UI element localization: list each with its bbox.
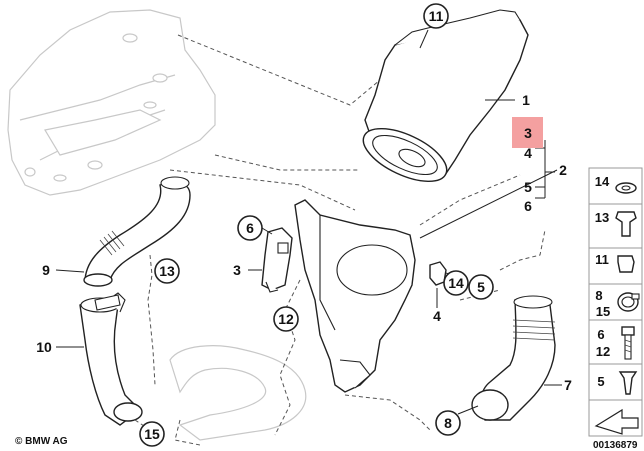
callout-14-label: 14: [448, 275, 464, 291]
air-hose-lower-part: [79, 292, 143, 426]
sensor-part: [261, 227, 293, 293]
arrow-icon: [594, 408, 639, 435]
label-part-1[interactable]: 1: [522, 92, 530, 108]
air-duct-housing-part: [294, 199, 416, 393]
callout-15-label: 15: [144, 426, 160, 442]
highlight-box: [512, 117, 543, 148]
clip-icon: [617, 255, 635, 273]
panel-label-12[interactable]: 12: [596, 344, 610, 359]
panel-label-14[interactable]: 14: [595, 174, 610, 189]
callout-6[interactable]: 6: [237, 215, 263, 241]
callout-14[interactable]: 14: [443, 270, 469, 296]
label-part-7[interactable]: 7: [564, 377, 572, 393]
label-part-3-left[interactable]: 3: [233, 262, 241, 278]
label-part-5[interactable]: 5: [524, 179, 532, 195]
hose-clamp-icon: [617, 292, 640, 312]
panel-label-11[interactable]: 11: [595, 252, 609, 267]
screw-icon: [618, 371, 638, 395]
expanding-nut-icon: [615, 211, 637, 237]
dashed-connection-lines: [134, 34, 546, 446]
panel-label-8[interactable]: 8: [595, 288, 602, 303]
panel-label-15[interactable]: 15: [596, 304, 610, 319]
intake-silencer-part: [362, 9, 529, 182]
label-part-10[interactable]: 10: [36, 339, 52, 355]
callout-5-label: 5: [477, 279, 485, 295]
small-parts-panel: 14 13 11 8 15 6 12 5: [588, 167, 643, 437]
bolt-icon: [621, 326, 635, 360]
panel-label-6[interactable]: 6: [597, 327, 604, 342]
callout-13-label: 13: [159, 263, 175, 279]
callout-13[interactable]: 13: [154, 258, 180, 284]
callout-8[interactable]: 8: [435, 410, 461, 436]
panel-label-5[interactable]: 5: [597, 374, 604, 389]
label-part-6[interactable]: 6: [524, 198, 532, 214]
label-part-9[interactable]: 9: [42, 262, 50, 278]
callout-12[interactable]: 12: [273, 306, 299, 332]
callout-12-label: 12: [278, 311, 294, 327]
doc-number: 00136879: [593, 440, 638, 451]
air-duct-ghost: [169, 345, 307, 441]
callout-11-label: 11: [429, 8, 444, 24]
panel-label-13[interactable]: 13: [595, 210, 609, 225]
label-part-2[interactable]: 2: [559, 162, 567, 178]
callout-5[interactable]: 5: [468, 274, 494, 300]
callout-11[interactable]: 11: [423, 3, 449, 29]
label-part-4[interactable]: 4: [524, 145, 532, 161]
label-part-3[interactable]: 3: [524, 125, 532, 141]
air-hose-upper-part: [83, 176, 191, 287]
intake-manifold-ghost: [7, 9, 216, 196]
hose-clamp-part: [94, 294, 121, 311]
label-part-4-center[interactable]: 4: [433, 308, 441, 324]
callout-8-label: 8: [444, 415, 452, 431]
air-hose-right-part: [471, 295, 556, 421]
callout-15[interactable]: 15: [139, 421, 165, 447]
copyright-text: © BMW AG: [15, 436, 68, 447]
callout-6-label: 6: [246, 220, 254, 236]
